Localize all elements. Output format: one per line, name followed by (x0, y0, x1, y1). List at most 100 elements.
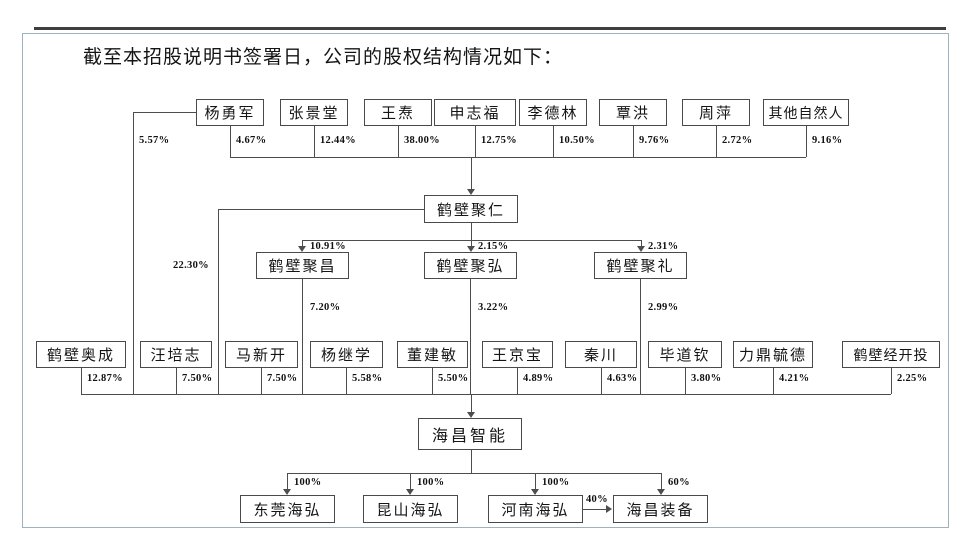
pct-label: 2.72% (722, 135, 753, 146)
pct-label: 2.15% (478, 241, 509, 252)
shareholder-name: 鹤壁经开投 (853, 348, 929, 364)
top-rule-line (34, 27, 946, 30)
partnership-box-3: 鹤壁聚礼 (594, 252, 687, 279)
other-shareholder-box-1: 鹤壁奥成 (36, 341, 126, 368)
connector-line (471, 450, 472, 473)
pct-label: 9.16% (812, 135, 843, 146)
arrow-down-icon (406, 489, 414, 495)
connector-line (685, 368, 686, 394)
shareholder-name: 鹤壁奥成 (46, 348, 115, 364)
shareholder-name: 申志福 (449, 106, 501, 122)
shareholder-name: 杨勇军 (204, 106, 256, 122)
arrow-down-icon (283, 489, 291, 495)
connector-line (470, 279, 471, 394)
pct-label: 3.22% (478, 302, 509, 313)
arrow-right-icon (606, 505, 612, 513)
shareholder-name: 王京宝 (491, 348, 543, 364)
connector-line (230, 157, 806, 158)
top-shareholder-box-4: 申志福 (434, 99, 516, 126)
shareholder-name: 马新开 (235, 348, 287, 364)
other-shareholder-box-10: 鹤壁经开投 (842, 341, 940, 368)
partnership-name: 鹤壁聚弘 (436, 259, 505, 275)
top-shareholder-box-3: 王焘 (364, 99, 432, 126)
connector-line (640, 279, 641, 394)
connector-line (553, 126, 554, 157)
partnership-name: 鹤壁聚礼 (606, 259, 675, 275)
top-shareholder-box-8: 其他自然人 (763, 99, 849, 126)
top-shareholder-box-6: 覃洪 (599, 99, 667, 126)
connector-line (287, 473, 661, 474)
connector-line (517, 368, 518, 394)
arrow-down-icon (467, 412, 475, 418)
subsidiary-box-4: 海昌装备 (613, 495, 708, 523)
arrow-down-icon (531, 489, 539, 495)
connector-line (81, 394, 891, 395)
pct-label: 2.99% (648, 302, 679, 313)
shareholder-name: 毕道钦 (659, 348, 711, 364)
connector-line (230, 126, 231, 157)
partnership-box-2: 鹤壁聚弘 (424, 252, 517, 279)
pct-label: 4.89% (523, 373, 554, 384)
shareholder-name: 周萍 (698, 106, 733, 122)
pct-label: 10.50% (559, 135, 595, 146)
top-shareholder-box-7: 周萍 (682, 99, 750, 126)
pct-label: 12.44% (320, 135, 356, 146)
pct-label: 12.75% (481, 135, 517, 146)
connector-line (218, 209, 219, 394)
pct-label-holding-direct: 22.30% (173, 260, 209, 271)
connector-line (471, 394, 472, 413)
company-name: 海昌智能 (431, 428, 508, 445)
connector-line (601, 368, 602, 394)
connector-line (641, 240, 642, 247)
arrow-down-icon (637, 246, 645, 252)
connector-line (806, 126, 807, 157)
other-shareholder-box-4: 杨继学 (310, 341, 383, 368)
connector-line (218, 209, 424, 210)
subsidiary-name: 东莞海弘 (253, 502, 322, 519)
shareholder-name: 董建敏 (406, 348, 458, 364)
shareholder-name: 力鼎毓德 (738, 348, 807, 364)
holding-company-box: 鹤壁聚仁 (424, 195, 518, 223)
diagram-title: 截至本招股说明书签署日，公司的股权结构情况如下： (83, 47, 564, 68)
subsidiary-box-3: 河南海弘 (488, 495, 583, 523)
pct-label: 7.50% (267, 373, 298, 384)
other-shareholder-box-2: 汪培志 (140, 341, 212, 368)
pct-label: 38.00% (404, 135, 440, 146)
shareholder-name: 秦川 (583, 348, 618, 364)
connector-line (302, 240, 303, 247)
holding-company-name: 鹤壁聚仁 (436, 202, 505, 219)
subsidiary-box-1: 东莞海弘 (240, 495, 335, 523)
partnership-name: 鹤壁聚昌 (268, 259, 337, 275)
pct-label: 3.80% (691, 373, 722, 384)
connector-line (891, 368, 892, 394)
top-shareholder-box-5: 李德林 (519, 99, 587, 126)
partnership-box-1: 鹤壁聚昌 (256, 252, 349, 279)
shareholder-name: 李德林 (527, 106, 579, 122)
arrow-down-icon (467, 246, 475, 252)
pct-label: 4.21% (779, 373, 810, 384)
other-shareholder-box-7: 秦川 (565, 341, 637, 368)
shareholder-name: 汪培志 (150, 348, 202, 364)
shareholder-name: 覃洪 (615, 106, 650, 122)
connector-line (633, 126, 634, 157)
other-shareholder-box-6: 王京宝 (482, 341, 553, 368)
pct-label: 100% (417, 477, 445, 488)
connector-line (471, 157, 472, 191)
connector-line (432, 368, 433, 394)
pct-label: 12.87% (87, 373, 123, 384)
connector-line (398, 126, 399, 157)
subsidiary-box-2: 昆山海弘 (363, 495, 458, 523)
connector-line (81, 368, 82, 394)
connector-line (471, 223, 472, 240)
connector-line (716, 126, 717, 157)
connector-line (583, 509, 607, 510)
arrow-down-icon (467, 189, 475, 195)
top-shareholder-box-1: 杨勇军 (196, 99, 264, 126)
pct-label: 10.91% (310, 241, 346, 252)
pct-label: 7.50% (182, 373, 213, 384)
pct-label: 2.31% (648, 241, 679, 252)
connector-line (287, 473, 288, 490)
pct-label: 100% (542, 477, 570, 488)
shareholder-name: 王焘 (380, 106, 415, 122)
